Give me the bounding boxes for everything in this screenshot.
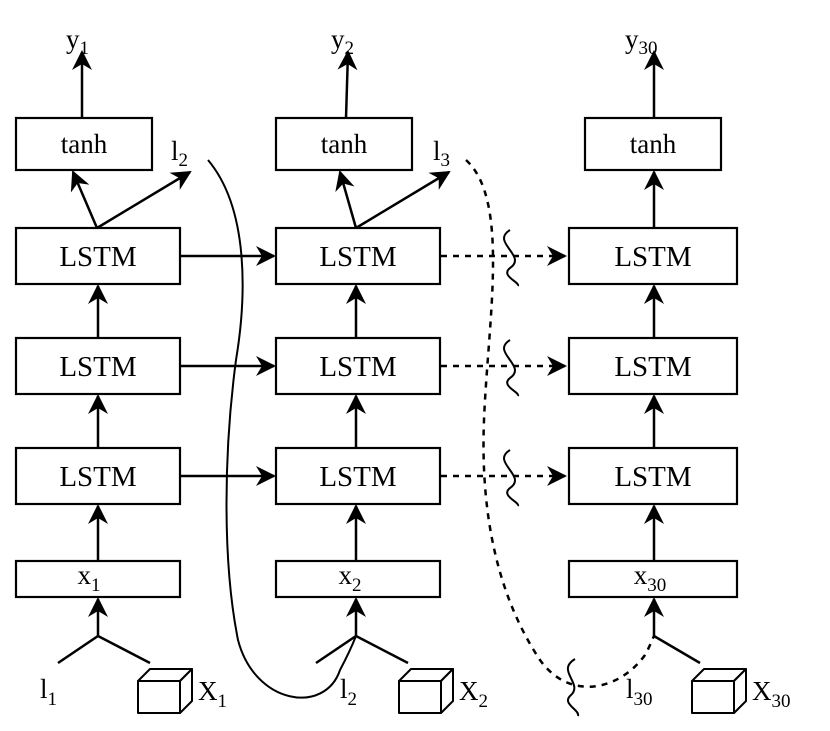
lstm-label-col1-layer2: LSTM <box>59 351 136 383</box>
link-in-label-col3: l30 <box>626 674 653 710</box>
cube-icon-col1 <box>137 668 193 714</box>
link-in-label-col2: l2 <box>340 674 357 710</box>
lstm-box-col3-layer1 <box>567 446 739 506</box>
input-box-col1 <box>14 559 182 599</box>
tanh-box-col1 <box>14 116 154 172</box>
arrow-lstm-to-tanh-col1 <box>70 170 99 229</box>
link-out-label-col2: l3 <box>433 136 450 171</box>
output-label-col1: y1 <box>66 24 89 59</box>
feature-label-col3: X30 <box>752 676 791 712</box>
tanh-label-col1: tanh <box>61 129 108 159</box>
cube-icon-col3 <box>691 668 747 714</box>
feature-label-col1: X1 <box>198 676 227 712</box>
lstm-label-col2-layer3: LSTM <box>319 241 396 273</box>
break-mark-layer2 <box>503 339 519 397</box>
cube-icon-col2 <box>398 668 454 714</box>
lstm-box-col2-layer3 <box>274 226 442 286</box>
tanh-label-col3: tanh <box>630 129 677 159</box>
lstm-box-col3-layer3 <box>567 226 739 286</box>
lstm-label-col3-layer2: LSTM <box>614 351 691 383</box>
lstm-label-col2-layer1: LSTM <box>319 461 396 493</box>
lstm-box-col1-layer2 <box>14 336 182 396</box>
link-curve-col2-to-col3 <box>465 159 656 688</box>
input-label-col2: x2 <box>339 560 362 596</box>
lstm-box-col1-layer3 <box>14 226 182 286</box>
break-mark-link <box>567 658 580 717</box>
edge-link-in-col2 <box>315 634 357 665</box>
arrow-lstm-to-tanh-col2 <box>335 170 358 229</box>
link-curve-col1-to-col2 <box>207 159 357 699</box>
lstm-box-col2-layer2 <box>274 336 442 396</box>
edge-feature-col1 <box>97 634 151 665</box>
lstm-label-col3-layer1: LSTM <box>614 461 691 493</box>
lstm-box-col2-layer1 <box>274 446 442 506</box>
input-box-col2 <box>274 559 442 599</box>
feature-label-col2: X2 <box>459 676 488 712</box>
arrow-lstm-to-link-col2 <box>355 170 451 230</box>
break-mark-layer3 <box>503 229 519 287</box>
column-2: y2 tanh l3 LSTM LSTM LSTM x2 l2 X2 <box>274 24 488 714</box>
link-in-label-col1: l1 <box>40 674 57 710</box>
tanh-label-col2: tanh <box>321 129 368 159</box>
tanh-box-col2 <box>274 116 414 172</box>
lstm-box-col3-layer2 <box>567 336 739 396</box>
output-label-col2: y2 <box>331 24 354 59</box>
lstm-label-col2-layer2: LSTM <box>319 351 396 383</box>
input-label-col1: x1 <box>78 560 101 596</box>
break-mark-layer1 <box>503 449 519 507</box>
arrow-lstm-to-link-col1 <box>96 170 192 230</box>
tanh-box-col3 <box>583 116 723 172</box>
output-label-col3: y30 <box>625 24 658 59</box>
link-out-label-col1: l2 <box>171 136 188 171</box>
lstm-label-col1-layer1: LSTM <box>59 461 136 493</box>
lstm-label-col3-layer3: LSTM <box>614 241 691 273</box>
arrow-tanh-to-output-col2 <box>337 50 358 119</box>
edge-link-in-col1 <box>57 634 99 665</box>
lstm-label-col1-layer3: LSTM <box>59 241 136 273</box>
edge-feature-col3 <box>653 634 701 665</box>
input-box-col3 <box>567 559 739 599</box>
column-1: y1 tanh l2 LSTM LSTM LSTM x1 l1 X1 <box>14 24 227 714</box>
edge-feature-col2 <box>355 634 409 665</box>
input-label-col3: x30 <box>634 560 667 596</box>
column-3: y30 tanh LSTM LSTM LSTM x30 l30 X30 <box>567 24 791 714</box>
